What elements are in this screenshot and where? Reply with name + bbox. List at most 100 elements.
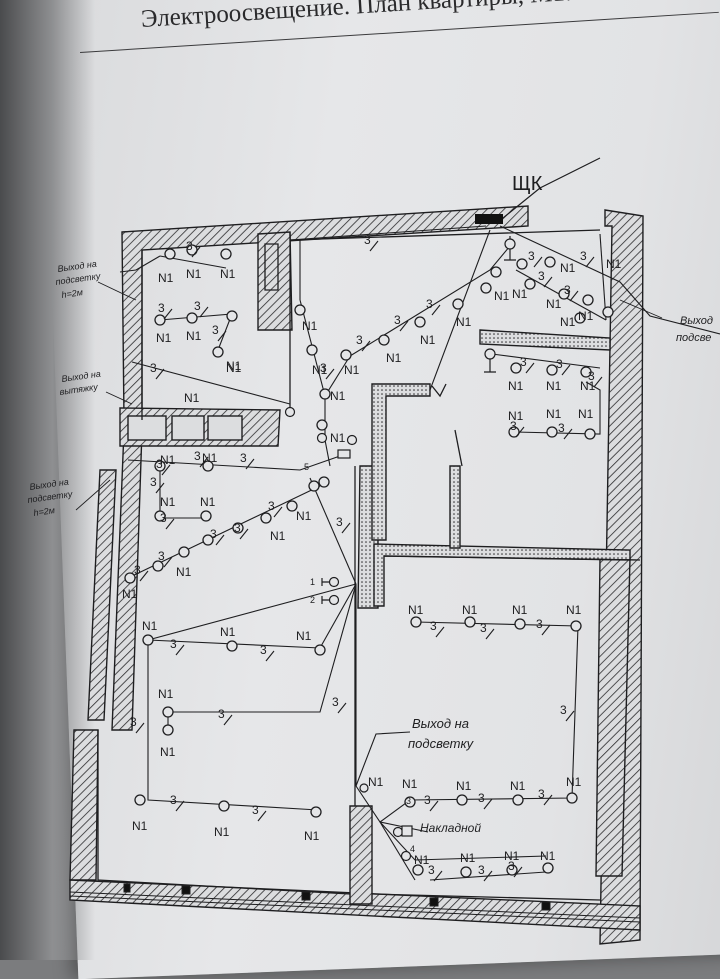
light-fixture-icon bbox=[414, 316, 426, 328]
light-fixture-icon bbox=[226, 640, 238, 652]
cable-count-ticks bbox=[135, 240, 603, 882]
switch-number: 3 bbox=[406, 796, 411, 806]
fixture-code-label: N1 bbox=[202, 451, 218, 465]
walls bbox=[69, 205, 644, 945]
cable-count-label: 3 bbox=[210, 527, 217, 541]
cable-tick-mark bbox=[163, 308, 173, 320]
light-fixture-icon bbox=[570, 620, 582, 632]
fixture-code-label: N1 bbox=[220, 267, 236, 281]
light-fixture-icon bbox=[154, 460, 166, 472]
annotation-line: подсветку bbox=[408, 736, 475, 751]
cable-count-label: 3 bbox=[156, 457, 163, 471]
fixture-code-label: N1 bbox=[200, 495, 216, 509]
light-fixture-icon bbox=[310, 806, 322, 818]
fixture-code-label: N1 bbox=[462, 603, 478, 617]
light-fixture-icon bbox=[162, 724, 174, 736]
cable-tick-mark bbox=[399, 320, 409, 332]
cable-tick-mark bbox=[569, 290, 579, 302]
light-fixture-icon bbox=[286, 500, 298, 512]
light-fixture-icon bbox=[516, 258, 528, 270]
switch-icon bbox=[316, 432, 328, 444]
fixture-code-label: N1 bbox=[220, 625, 236, 639]
switch-number: 1 bbox=[310, 577, 315, 587]
cable-count-label: 3 bbox=[234, 521, 241, 535]
light-fixture-icon bbox=[574, 312, 586, 324]
light-fixture-icon bbox=[460, 866, 472, 878]
cable-count-label: 3 bbox=[218, 707, 225, 721]
light-fixture-icon bbox=[404, 796, 416, 808]
cable-count-label: 3 bbox=[194, 299, 201, 313]
fixture-code-label: N1 bbox=[270, 529, 286, 543]
light-fixtures bbox=[124, 244, 614, 878]
fixture-code-label: N1 bbox=[296, 629, 312, 643]
light-fixture-icon bbox=[480, 282, 492, 294]
surface-mount-note: Накладной bbox=[420, 821, 481, 835]
fixture-code-label: N1 bbox=[184, 391, 200, 405]
fixture-code-label: N1 bbox=[414, 853, 430, 867]
cable-count-label: 3 bbox=[394, 313, 401, 327]
light-fixture-icon bbox=[316, 419, 328, 431]
fixture-code-label: N1 bbox=[160, 495, 176, 509]
cable-tick-mark bbox=[273, 506, 283, 518]
cable-count-label: 3 bbox=[356, 333, 363, 347]
light-fixture-icon bbox=[542, 862, 554, 874]
fixture-code-label: N1 bbox=[402, 777, 418, 791]
cable-count-label: 3 bbox=[364, 233, 371, 247]
light-fixture-icon bbox=[142, 634, 154, 646]
switch-number: 5 bbox=[304, 462, 309, 472]
light-fixture-icon bbox=[232, 522, 244, 534]
light-fixture-icon bbox=[544, 256, 556, 268]
surface-box-icon bbox=[401, 825, 413, 837]
cable-tick-mark bbox=[369, 240, 379, 252]
cable-count-label: 3 bbox=[336, 515, 343, 529]
fixture-code-label: N1 bbox=[580, 379, 596, 393]
light-fixture-icon bbox=[566, 792, 578, 804]
cable-count-label: 3 bbox=[558, 421, 565, 435]
fixture-code-label: N1 bbox=[560, 261, 576, 275]
fixture-code-label: N1 bbox=[510, 779, 526, 793]
fixture-code-label: N1 bbox=[330, 389, 346, 403]
cable-count-label: 3 bbox=[430, 619, 437, 633]
light-fixture-icon bbox=[260, 512, 272, 524]
fixture-code-label: N1 bbox=[132, 819, 148, 833]
switch-numbers: 1 2 3 4 5 bbox=[304, 462, 415, 854]
cable-tick-mark bbox=[431, 304, 441, 316]
cable-count-label: 3 bbox=[424, 793, 431, 807]
light-fixture-icon bbox=[490, 266, 502, 278]
inner-partitions bbox=[97, 229, 641, 901]
cable-tick-mark bbox=[429, 800, 439, 812]
fixture-code-label: N1 bbox=[312, 363, 328, 377]
cable-count-label: 3 bbox=[150, 475, 157, 489]
light-fixture-icon bbox=[524, 278, 536, 290]
cable-tick-mark bbox=[135, 722, 145, 734]
fixture-code-label: N1 bbox=[186, 267, 202, 281]
light-fixture-icon bbox=[186, 312, 198, 324]
fixture-code-label: N1 bbox=[420, 333, 436, 347]
cable-count-label: 3 bbox=[260, 643, 267, 657]
fixture-code-label: N1 bbox=[156, 331, 172, 345]
wall-lamp-icon bbox=[504, 238, 516, 250]
fixture-code-label: N1 bbox=[508, 409, 524, 423]
cable-tick-mark bbox=[265, 650, 275, 662]
cable-tick-mark bbox=[435, 626, 445, 638]
cable-tick-mark bbox=[245, 458, 255, 470]
cable-tick-mark bbox=[199, 456, 209, 468]
cable-tick-mark bbox=[191, 246, 201, 258]
fixture-code-label: N1 bbox=[186, 329, 202, 343]
fixture-code-label: N1 bbox=[386, 351, 402, 365]
cable-count-label: 3 bbox=[538, 269, 545, 283]
cable-tick-mark bbox=[361, 340, 371, 352]
cable-tick-mark bbox=[515, 426, 525, 438]
fixture-code-label: N1 bbox=[578, 309, 594, 323]
cable-count-label: 3 bbox=[158, 549, 165, 563]
switch-lever-icon bbox=[321, 578, 329, 586]
cable-count-label: 3 bbox=[130, 715, 137, 729]
cable-count-label: 3 bbox=[426, 297, 433, 311]
panel-shk: ЩК bbox=[475, 157, 601, 224]
light-fixture-icon bbox=[452, 298, 464, 310]
light-fixture-icon bbox=[218, 800, 230, 812]
switches bbox=[284, 236, 516, 862]
fixture-code-label: N1 bbox=[546, 407, 562, 421]
cable-count-label: 3 bbox=[252, 803, 259, 817]
